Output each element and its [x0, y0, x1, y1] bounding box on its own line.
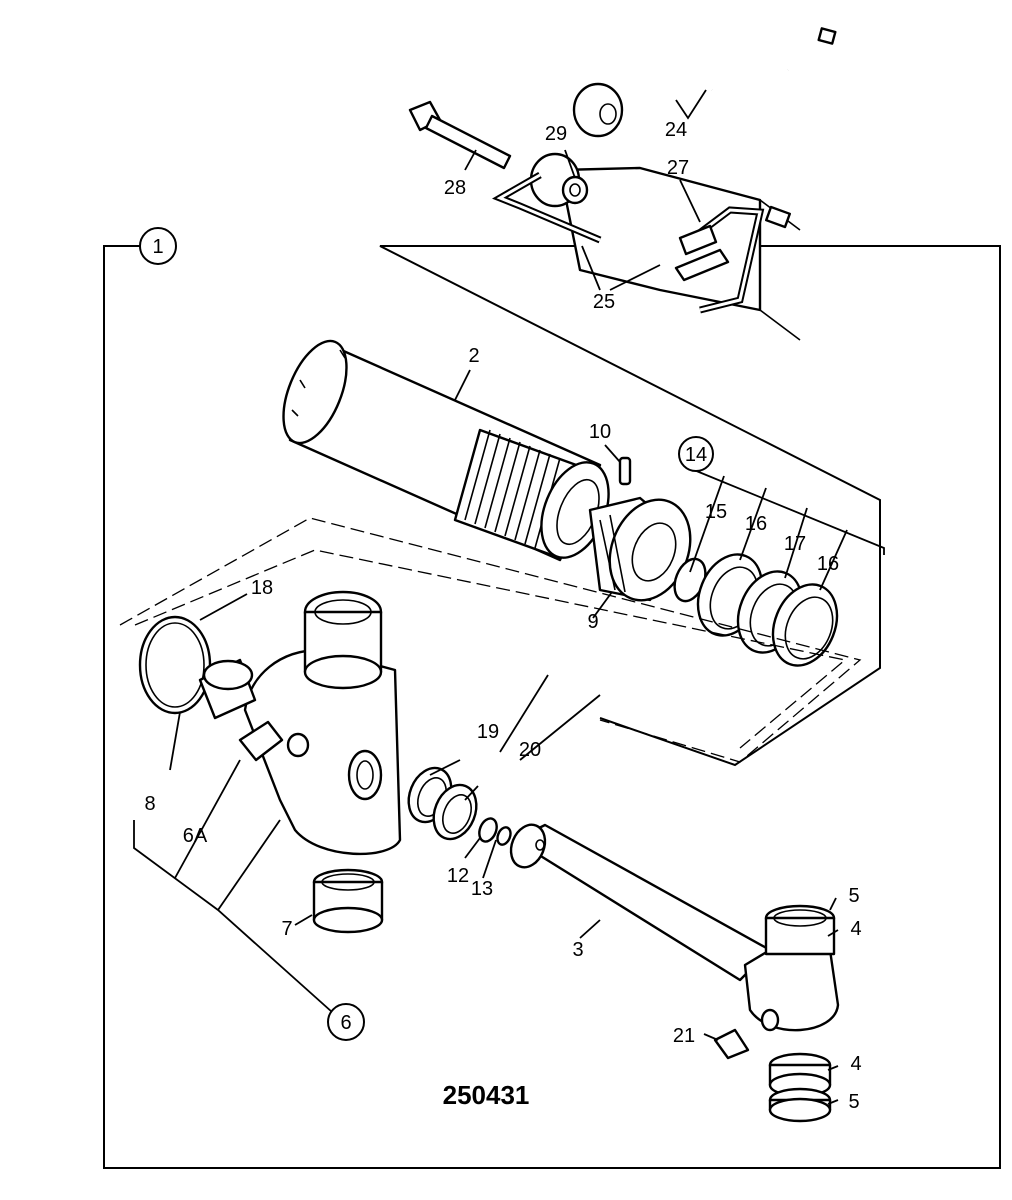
callout-10: 10 — [589, 421, 611, 443]
callout-1-circle — [139, 227, 177, 265]
seal-kit-rings — [673, 553, 839, 667]
figure-reference-number: 250431 — [443, 1080, 530, 1110]
callout-4-upper: 4 — [850, 918, 861, 940]
callout-6: 6 — [340, 1012, 351, 1034]
callout-21: 21 — [673, 1025, 695, 1047]
callout-19: 19 — [477, 721, 499, 743]
cylinder-barrel — [282, 339, 610, 562]
callout-24: 24 — [665, 119, 687, 141]
callout-14-circle — [678, 436, 714, 472]
callout-labels: 1 14 6 2 3 4 4 5 5 6A 7 8 9 10 12 13 15 … — [139, 119, 862, 1113]
callout-14: 14 — [685, 444, 707, 466]
callout-25: 25 — [593, 291, 615, 313]
seal-kit-boundary — [119, 517, 862, 763]
callout-2: 2 — [468, 345, 479, 367]
hydraulic-pipes-group — [408, 13, 837, 341]
callout-27: 27 — [667, 157, 689, 179]
rod-seals — [407, 766, 512, 846]
callout-20: 20 — [519, 739, 541, 761]
lower-bush — [312, 868, 384, 934]
bush-and-oring — [138, 615, 257, 720]
callout-28: 28 — [444, 177, 466, 199]
callout-9: 9 — [587, 611, 598, 633]
callout-6-circle — [327, 1003, 365, 1041]
callout-18: 18 — [251, 577, 273, 599]
callout-5-upper: 5 — [848, 885, 859, 907]
callout-12: 12 — [447, 865, 469, 887]
callout-15: 15 — [705, 501, 727, 523]
rod-eye — [713, 904, 840, 1123]
eye-end-housing — [238, 590, 402, 856]
callout-7: 7 — [281, 918, 292, 940]
callout-16-right: 16 — [817, 553, 839, 575]
callout-4-lower: 4 — [850, 1053, 861, 1075]
callout-17: 17 — [784, 533, 806, 555]
callout-8: 8 — [144, 793, 155, 815]
roll-pin — [618, 456, 632, 486]
callout-3: 3 — [572, 939, 583, 961]
callout-1: 1 — [152, 236, 163, 258]
piston-rod — [509, 823, 772, 982]
callout-13: 13 — [471, 878, 493, 900]
callout-5-lower: 5 — [848, 1091, 859, 1113]
callout-6a: 6A — [183, 825, 208, 847]
leader-lines — [133, 89, 885, 1105]
callout-29: 29 — [545, 123, 567, 145]
callout-16-left: 16 — [745, 513, 767, 535]
